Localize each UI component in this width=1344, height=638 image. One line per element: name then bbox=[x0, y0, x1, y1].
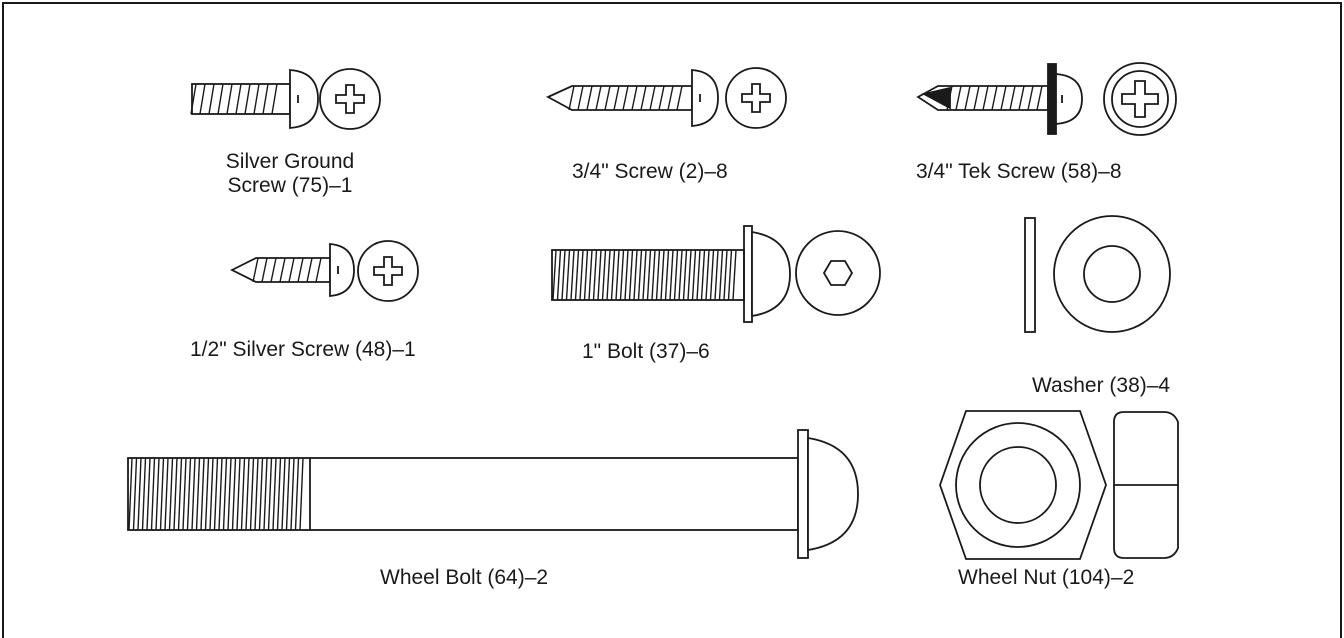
wheel-nut-face-drawing bbox=[939, 410, 1107, 560]
half-inch-silver-screw-thread bbox=[252, 257, 322, 283]
wheel-nut-side-drawing bbox=[1113, 411, 1179, 559]
washer-label: Washer (38)–4 bbox=[1032, 374, 1171, 397]
one-inch-bolt-label: 1" Bolt (37)–6 bbox=[582, 340, 710, 363]
half-inch-silver-screw-head-drawing bbox=[357, 240, 419, 302]
one-inch-bolt-side-drawing bbox=[551, 225, 791, 323]
three-quarter-screw-thread bbox=[568, 85, 683, 111]
wheel-bolt-drawing bbox=[127, 429, 859, 559]
silver-ground-screw-label-line-2: Screw (75)–1 bbox=[227, 174, 353, 197]
tek-screw-head-drawing bbox=[1103, 62, 1177, 136]
three-quarter-screw-head-drawing bbox=[725, 67, 787, 129]
half-inch-silver-screw-side-drawing bbox=[229, 243, 355, 297]
tek-screw-label: 3/4" Tek Screw (58)–8 bbox=[916, 160, 1122, 183]
silver-ground-screw-thread bbox=[190, 83, 278, 115]
three-quarter-screw-side-drawing bbox=[545, 69, 719, 127]
tek-screw-side-drawing bbox=[916, 63, 1083, 135]
wheel-nut-label: Wheel Nut (104)–2 bbox=[958, 566, 1135, 589]
one-inch-bolt-thread bbox=[552, 249, 737, 301]
silver-ground-screw-label: Silver Ground Screw (75)–1 bbox=[200, 150, 380, 198]
washer-side-drawing bbox=[1024, 217, 1036, 333]
tek-screw-thread bbox=[946, 85, 1043, 111]
one-inch-bolt-head-drawing bbox=[795, 230, 881, 316]
three-quarter-screw-label: 3/4" Screw (2)–8 bbox=[572, 160, 728, 183]
silver-ground-screw-side-drawing bbox=[190, 69, 319, 129]
wheel-bolt-label: Wheel Bolt (64)–2 bbox=[380, 566, 549, 589]
washer-face-drawing bbox=[1053, 215, 1171, 333]
wheel-bolt-thread bbox=[128, 457, 304, 531]
silver-ground-screw-label-line-1: Silver Ground bbox=[225, 150, 355, 173]
half-inch-silver-screw-label: 1/2" Silver Screw (48)–1 bbox=[190, 338, 416, 361]
silver-ground-screw-head-drawing bbox=[319, 68, 381, 130]
